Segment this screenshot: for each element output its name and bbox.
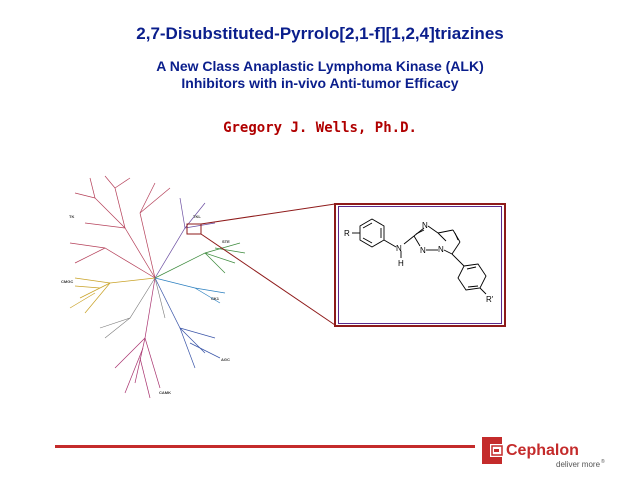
atom-n-triazine-bottom: N [420,246,426,255]
footer-divider [55,445,475,448]
logo-tagline: deliver more [556,460,601,469]
kinome-branches-cmgc [69,277,156,314]
kinome-label-ste: STE [222,239,230,244]
cephalon-logo: Cephalon deliver more ® [482,437,605,469]
atom-h: H [398,259,404,268]
slide-title: 2,7-Disubstituted-Pyrrolo[2,1-f][1,2,4]t… [136,24,504,43]
subtitle-line-1: A New Class Anaplastic Lymphoma Kinase (… [156,58,484,74]
kinome-branches-ste [154,242,246,279]
atom-r-prime: R' [486,295,494,304]
kinome-branches-agc [154,277,221,369]
atom-n-bridge: N [438,245,444,254]
kinome-branches-tkl [154,197,216,279]
kinome-tree-image: TK TKL STE CK1 CMGC AGC CAMK [61,175,246,399]
kinome-branches-tk [69,175,171,279]
subtitle-line-2: Inhibitors with in-vivo Anti-tumor Effic… [181,75,459,91]
logo-brand-text: Cephalon [506,442,579,459]
kinome-label-tkl: TKL [193,214,201,219]
logo-trademark: ® [601,458,605,465]
kinome-label-camk: CAMK [159,390,171,395]
kinome-branches-camk [114,277,161,399]
kinome-label-ck1: CK1 [211,296,220,301]
atom-n-triazine-top: N [422,221,428,230]
chemical-structure: R N N N N H R' [344,218,494,304]
kinome-label-agc: AGC [221,357,230,362]
kinome-label-cmgc: CMGC [61,279,73,284]
kinome-label-tk: TK [69,214,74,219]
author-name: Gregory J. Wells, Ph.D. [223,120,417,136]
atom-n-amine: N [396,244,402,253]
atom-r: R [344,229,350,238]
kinome-branches-other [99,277,166,339]
zoom-box-inner [338,206,502,324]
cephalon-mark-icon [482,437,503,464]
zoom-box-outer [334,203,506,327]
